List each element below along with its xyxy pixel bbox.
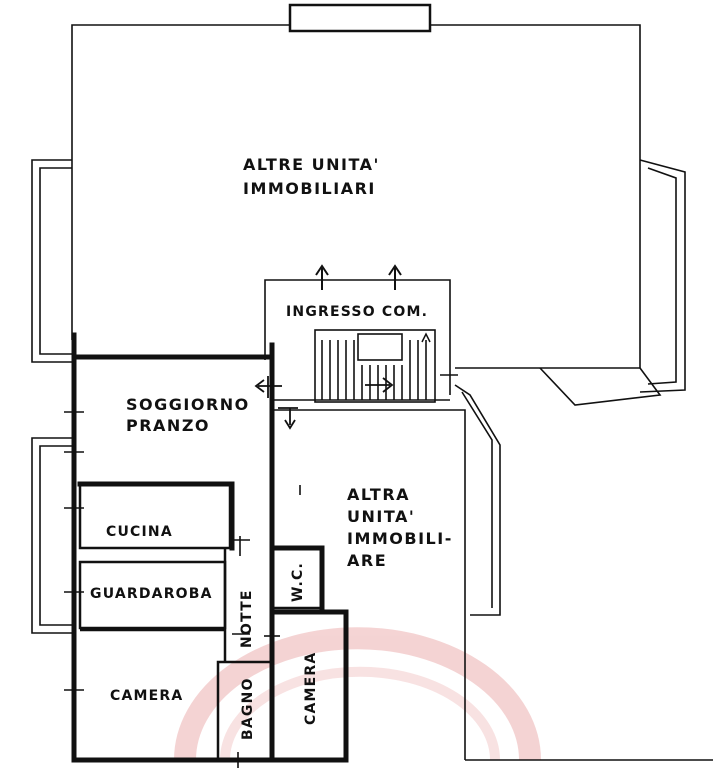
stair-hall-outline [264, 279, 451, 395]
label-altra-unita-4: ARE [347, 551, 387, 570]
label-altra-unita-1: ALTRA [347, 485, 410, 504]
window-tick-icon [64, 374, 458, 768]
other-unit-outline [272, 409, 466, 760]
label-bagno: BAGNO [240, 677, 256, 740]
staircase [314, 329, 436, 403]
label-altra-unita-2: UNITA' [347, 507, 415, 526]
label-altra-unita-3: IMMOBILI- [347, 529, 453, 548]
stair-up-arrow-icon [421, 332, 431, 343]
entry-arrow-icon [315, 264, 329, 290]
right-side-balcony [454, 384, 501, 616]
label-cucina: CUCINA [106, 524, 173, 540]
label-guardaroba: GUARDAROBA [90, 586, 213, 602]
entry-arrow-icon [388, 264, 402, 290]
label-camera-right: CAMERA [303, 652, 319, 725]
watermark-logo [174, 627, 541, 761]
angled-balcony [539, 367, 662, 406]
label-camera-left: CAMERA [110, 688, 183, 704]
outer-wall-top-left [71, 24, 290, 40]
stair-arrow-icon [365, 377, 394, 393]
label-ingresso: INGRESSO COM. [286, 304, 428, 320]
left-balcony-lower [31, 437, 74, 634]
label-altre-unita-1: ALTRE UNITA' [243, 155, 380, 174]
label-notte: NOTTE [239, 589, 255, 648]
door-arrow-icon [278, 407, 298, 430]
right-balcony [639, 159, 686, 393]
label-wc: W.C. [290, 562, 306, 602]
top-balcony [288, 3, 432, 33]
label-altre-unita-2: IMMOBILIARI [243, 179, 376, 198]
outer-wall-top-right [430, 24, 641, 369]
label-soggiorno: SOGGIORNO [126, 395, 250, 414]
label-pranzo: PRANZO [126, 416, 210, 435]
door-arrow-icon [254, 376, 282, 398]
interior-partitions [78, 482, 322, 762]
left-balcony-upper [31, 159, 72, 363]
